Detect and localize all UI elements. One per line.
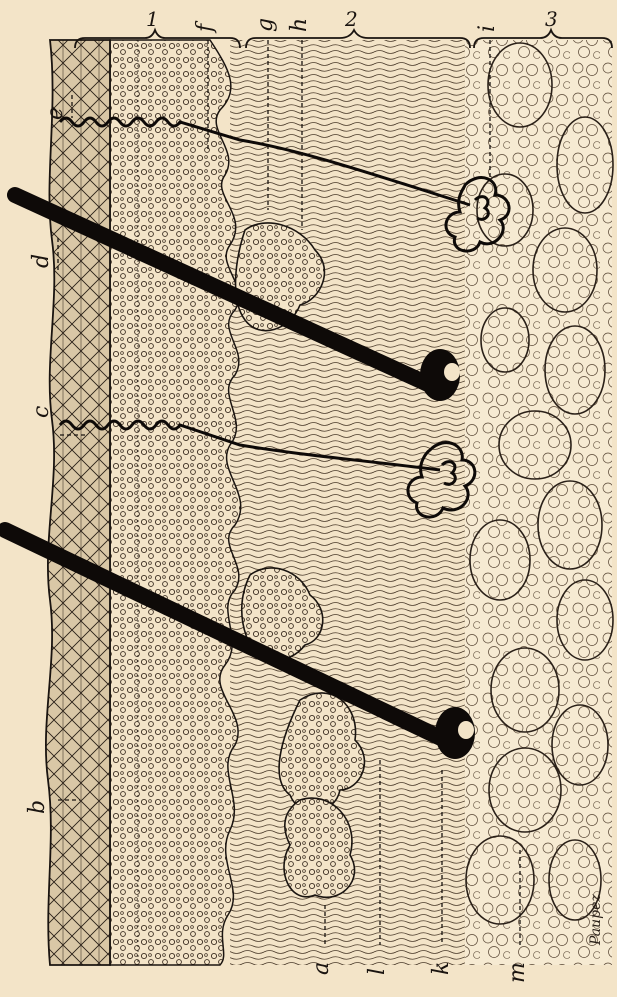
label-b: b bbox=[25, 800, 50, 814]
epidermis-layer bbox=[110, 40, 241, 965]
label-e: e bbox=[43, 107, 68, 120]
label-g: g bbox=[253, 18, 278, 32]
label-d: d bbox=[29, 254, 54, 268]
label-k: k bbox=[429, 962, 454, 975]
label-i: i bbox=[475, 25, 500, 32]
section-number-3: 3 bbox=[545, 7, 558, 31]
label-f: f bbox=[193, 20, 218, 34]
label-h: h bbox=[287, 18, 312, 32]
label-m: m bbox=[505, 962, 530, 983]
section-number-2: 2 bbox=[344, 7, 358, 31]
label-a: a bbox=[309, 962, 334, 975]
stratum-corneum bbox=[46, 40, 110, 965]
section-number-1: 1 bbox=[146, 7, 159, 31]
engraver-signature: Paupez bbox=[588, 894, 604, 946]
label-c: c bbox=[29, 406, 54, 418]
label-l: l bbox=[365, 968, 390, 975]
